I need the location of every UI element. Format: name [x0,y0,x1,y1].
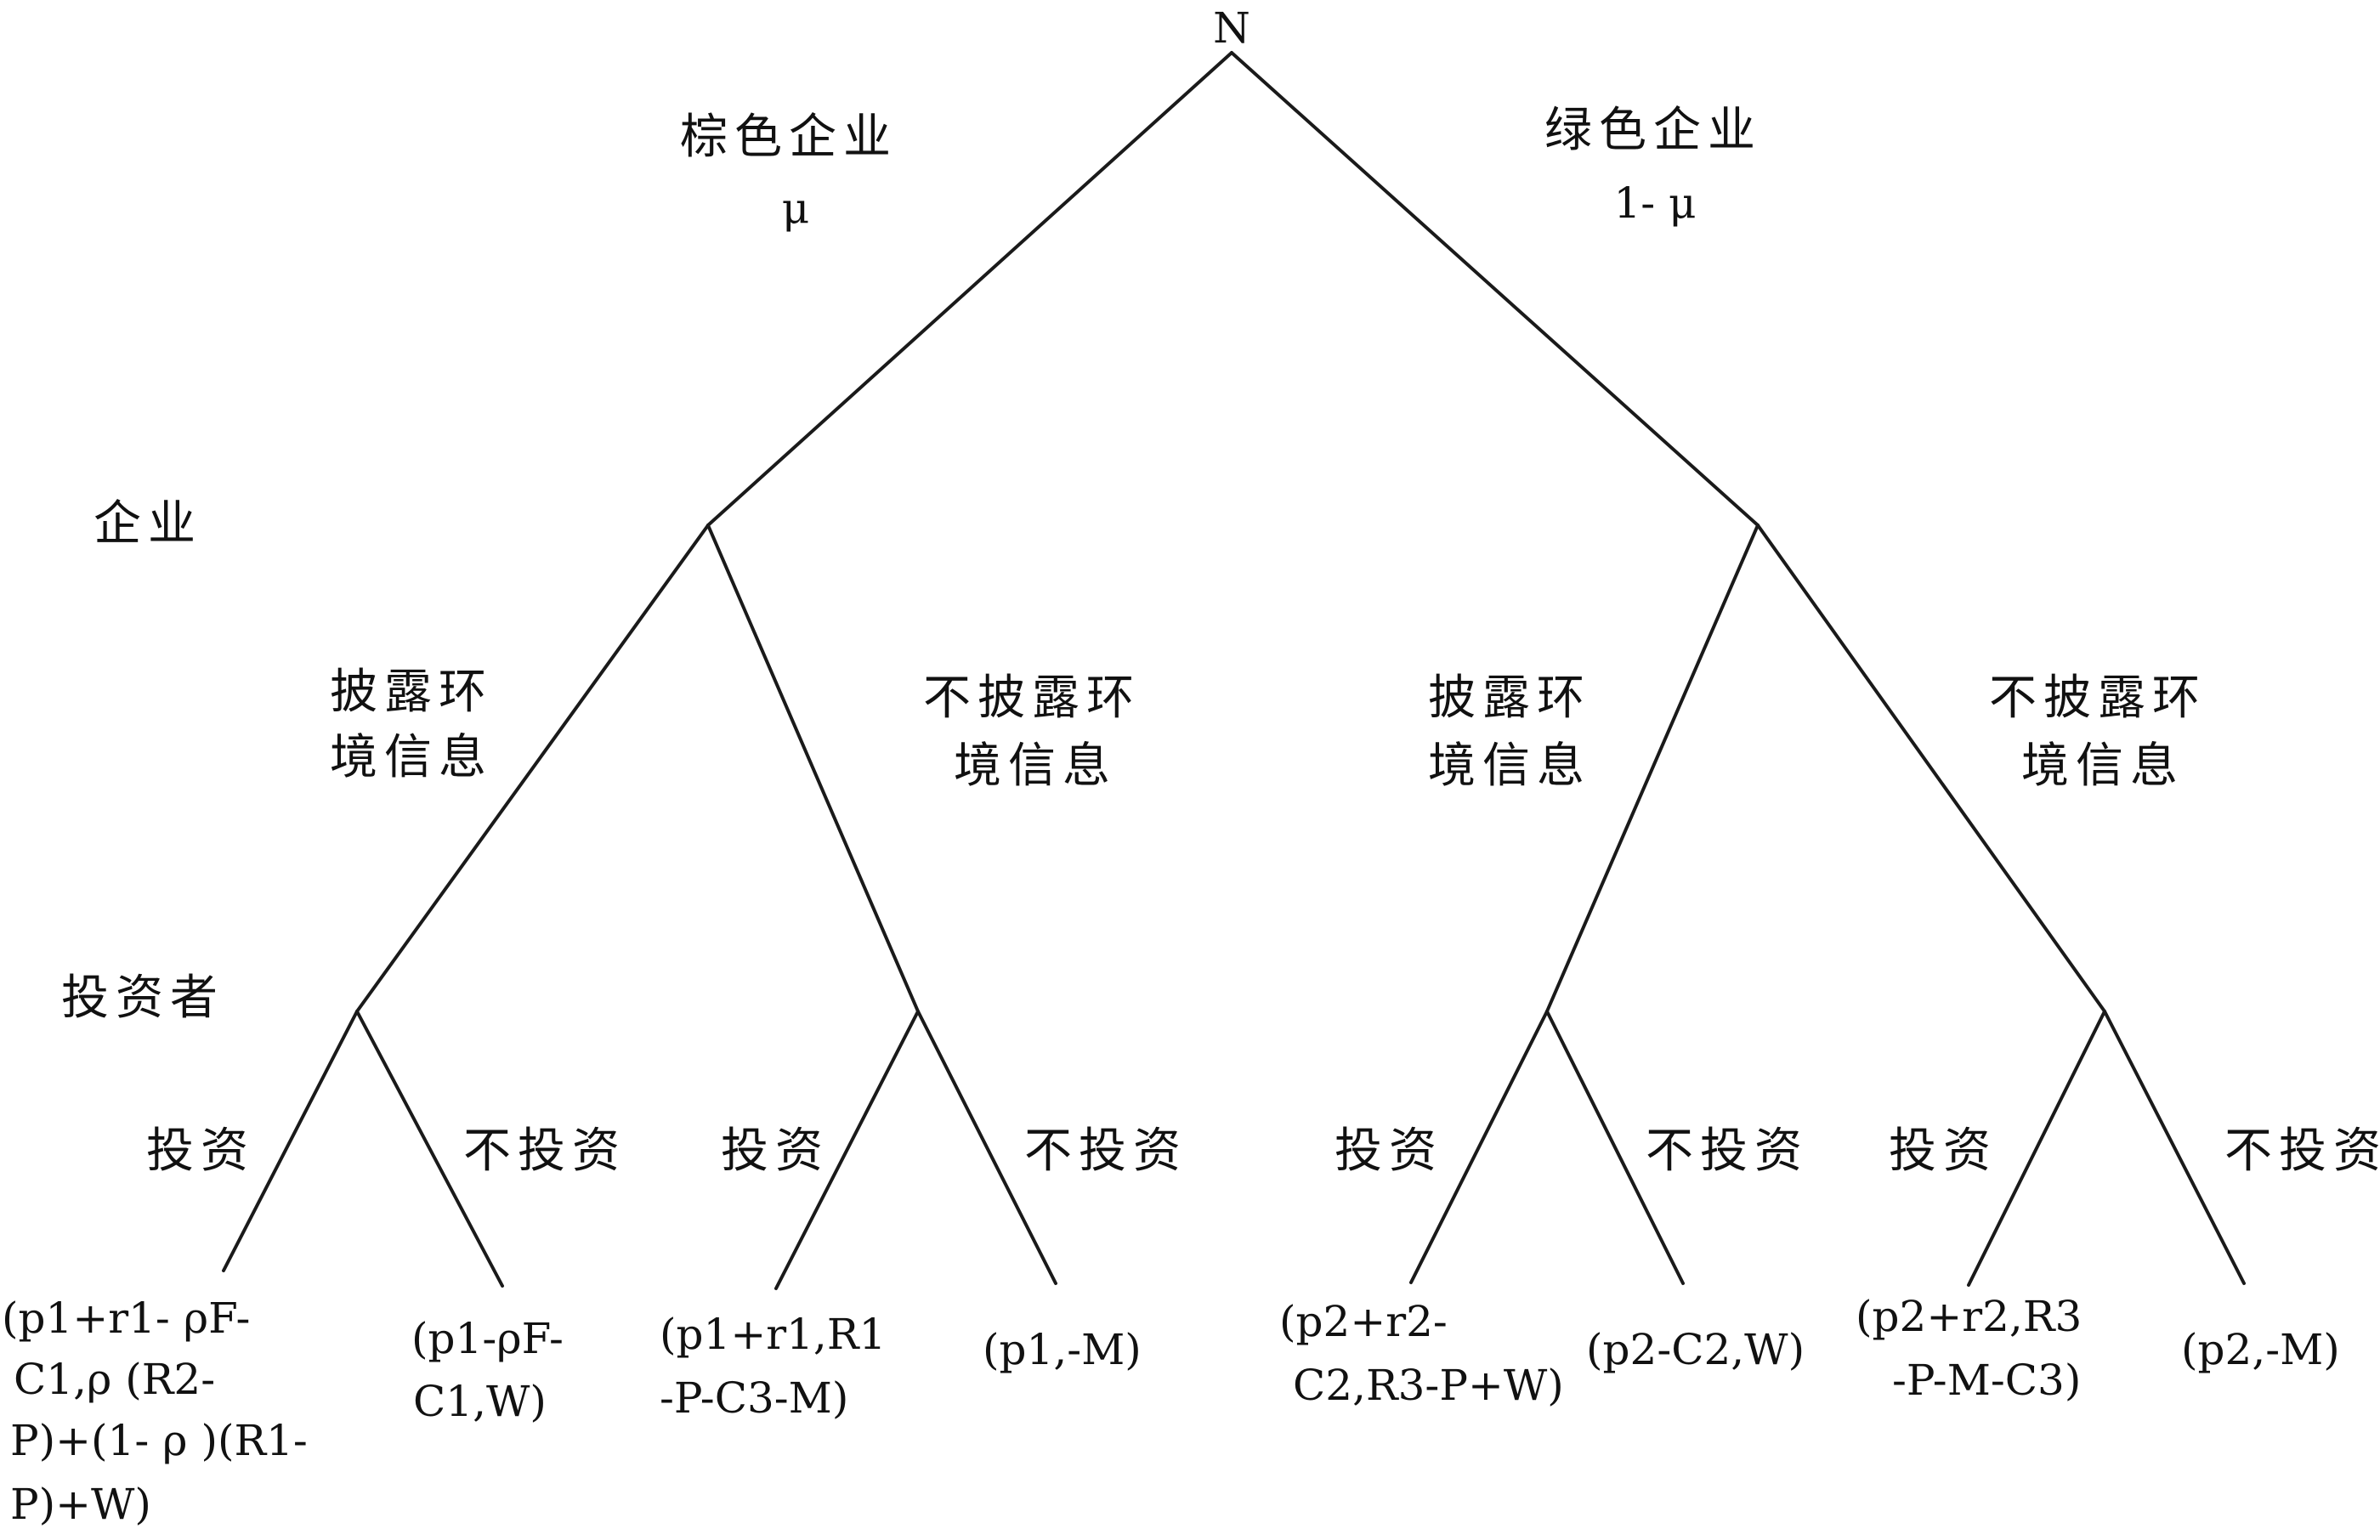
action-green-not-disclose-line2: 境信息 [2021,739,2184,794]
action-brown-not-disclose-line1: 不披露环 [923,671,1141,726]
edge-g1-invest [1409,1010,1549,1284]
tree-edges [222,51,2246,1290]
action-b2-invest: 投资 [721,1124,830,1179]
edge-b2-invest [774,1010,920,1290]
edge-b1-not-invest [355,1010,504,1288]
payoff-6-line1: (p2-C2,W) [1586,1325,1805,1374]
payoff-3: (p1+r1,R1 -P-C3-M) [660,1310,886,1423]
action-g2-not-invest: 不投资 [2224,1124,2380,1179]
payoff-7-line1: (p2+r2,R3 [1856,1292,2082,1341]
action-b1-invest: 投资 [146,1124,255,1179]
action-brown-not-disclose-line2: 境信息 [954,739,1117,794]
action-g2-invest: 投资 [1889,1124,1998,1179]
payoff-1-line1: (p1+r1- ρF- [2,1294,250,1343]
action-brown-disclose-line1: 披露环 [330,665,493,720]
edge-brown-not-disclose [706,524,920,1013]
edge-green-disclose [1545,524,1760,1013]
payoff-2-line1: (p1-ρF- [411,1314,564,1363]
player-label-investor: 投资者 [61,971,224,1026]
payoff-4: (p1,-M) [983,1325,1142,1374]
edge-brown-disclose [355,524,710,1013]
edge-g2-invest [1967,1010,2106,1287]
payoff-7-line2: -P-M-C3) [1892,1356,2081,1405]
payoff-3-line2: -P-C3-M) [660,1373,848,1423]
brown-firm-label: 棕色企业 [680,110,898,165]
payoff-4-line1: (p1,-M) [983,1325,1142,1374]
payoff-8-line1: (p2,-M) [2181,1325,2340,1374]
payoff-1-line4: P)+W) [10,1480,151,1529]
action-green-disclose-line1: 披露环 [1428,671,1591,726]
payoff-1-line2: C1,ρ (R2- [14,1355,215,1404]
payoff-8: (p2,-M) [2181,1325,2340,1374]
payoff-2: (p1-ρF- C1,W) [411,1314,564,1426]
payoff-5-line2: C2,R3-P+W) [1293,1361,1564,1410]
brown-firm-probability: μ [782,184,810,233]
payoff-6: (p2-C2,W) [1586,1325,1805,1374]
edge-g1-not-invest [1545,1010,1685,1285]
action-b2-not-invest: 不投资 [1024,1124,1187,1179]
edge-root-green [1230,51,1760,527]
payoff-1-line3: P)+(1- ρ )(R1- [10,1416,308,1465]
edge-root-brown [706,51,1233,527]
action-green-not-disclose-line1: 不披露环 [1989,671,2207,726]
root-node-label: N [1213,3,1250,53]
green-firm-probability: 1- μ [1613,178,1696,228]
edge-b2-not-invest [916,1010,1057,1285]
action-b1-not-invest: 不投资 [463,1124,626,1179]
payoff-5: (p2+r2- C2,R3-P+W) [1279,1297,1564,1410]
action-g1-not-invest: 不投资 [1646,1124,1809,1179]
edge-b1-invest [222,1010,359,1272]
payoff-3-line1: (p1+r1,R1 [660,1310,886,1359]
green-firm-label: 绿色企业 [1544,103,1762,158]
edge-g2-not-invest [2103,1010,2246,1285]
edge-green-not-disclose [1756,524,2106,1013]
payoff-7: (p2+r2,R3 -P-M-C3) [1856,1292,2082,1405]
action-green-disclose-line2: 境信息 [1428,739,1591,794]
action-brown-disclose-line2: 境信息 [330,730,493,785]
payoff-5-line1: (p2+r2- [1279,1297,1448,1346]
payoff-2-line2: C1,W) [413,1377,547,1426]
player-label-firm: 企业 [94,496,202,552]
payoff-1: (p1+r1- ρF- C1,ρ (R2- P)+(1- ρ )(R1- P)+… [2,1294,308,1529]
action-g1-invest: 投资 [1334,1124,1443,1179]
